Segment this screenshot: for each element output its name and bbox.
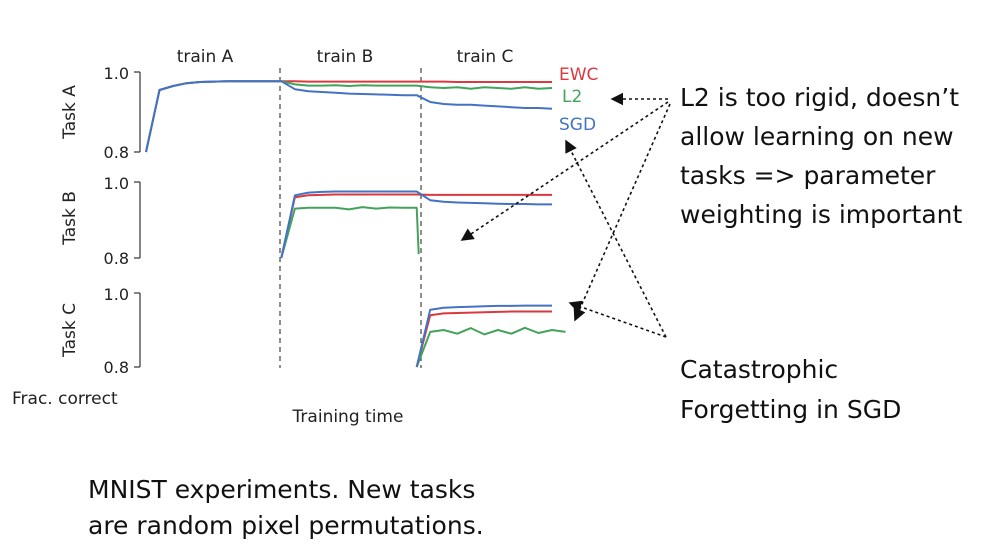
series-layer bbox=[145, 80, 566, 368]
legend-ewc: EWC bbox=[559, 65, 598, 85]
panel-label: Task B bbox=[60, 191, 80, 246]
series-line-task-b-ewc bbox=[280, 193, 552, 259]
y-tick-label: 1.0 bbox=[104, 174, 129, 193]
caption-line: MNIST experiments. New tasks bbox=[88, 475, 475, 504]
legend-l2: L2 bbox=[562, 87, 582, 107]
note-line: weighting is important bbox=[680, 200, 963, 229]
arrow-to-sgd-task-c bbox=[568, 300, 667, 338]
y-tick-label: 0.8 bbox=[104, 249, 129, 268]
annotation-rigid: L2 is too rigid, doesn’t allow learning … bbox=[460, 83, 963, 322]
phase-label-train-a: train A bbox=[177, 47, 234, 67]
note-line: allow learning on new bbox=[680, 122, 954, 151]
series-line-task-a-l2 bbox=[145, 80, 553, 153]
panel-label: Task C bbox=[60, 303, 80, 358]
series-line-task-a-ewc bbox=[145, 80, 552, 153]
series-line-task-c-ewc bbox=[415, 310, 552, 368]
y-axis-title: Frac. correct bbox=[12, 389, 118, 409]
series-line-task-a-sgd bbox=[145, 80, 553, 153]
y-tick-label: 1.0 bbox=[104, 285, 129, 304]
caption-line: are random pixel permutations. bbox=[88, 511, 484, 540]
y-tick-label: 0.8 bbox=[104, 358, 129, 377]
series-line-task-b-l2 bbox=[280, 206, 420, 259]
series-line-task-c-sgd bbox=[415, 304, 552, 368]
note-line: Catastrophic bbox=[680, 355, 838, 384]
phase-label-train-b: train B bbox=[317, 47, 374, 67]
panel-task-b: 1.0 0.8 Task B bbox=[60, 174, 141, 268]
arrow-to-l2-task-b bbox=[460, 101, 669, 241]
series-line-task-c-l2 bbox=[415, 326, 566, 368]
panel-label: Task A bbox=[60, 85, 80, 140]
note-line: L2 is too rigid, doesn’t bbox=[680, 83, 959, 112]
panel-task-c: 1.0 0.8 Task C bbox=[60, 285, 141, 377]
annotation-forgetting: Catastrophic Forgetting in SGD bbox=[565, 139, 901, 424]
legend-sgd: SGD bbox=[559, 115, 596, 135]
series-line-task-b-sgd bbox=[280, 190, 552, 259]
arrow-to-l2-task-c bbox=[573, 103, 671, 322]
note-line: Forgetting in SGD bbox=[680, 395, 901, 424]
y-tick-label: 1.0 bbox=[104, 64, 129, 83]
arrow-to-sgd-task-a bbox=[565, 139, 667, 338]
panel-task-a: 1.0 0.8 Task A bbox=[60, 64, 141, 162]
x-axis-title: Training time bbox=[292, 407, 404, 427]
phase-label-train-c: train C bbox=[457, 47, 514, 67]
y-tick-label: 0.8 bbox=[104, 143, 129, 162]
note-line: tasks => parameter bbox=[680, 161, 936, 190]
